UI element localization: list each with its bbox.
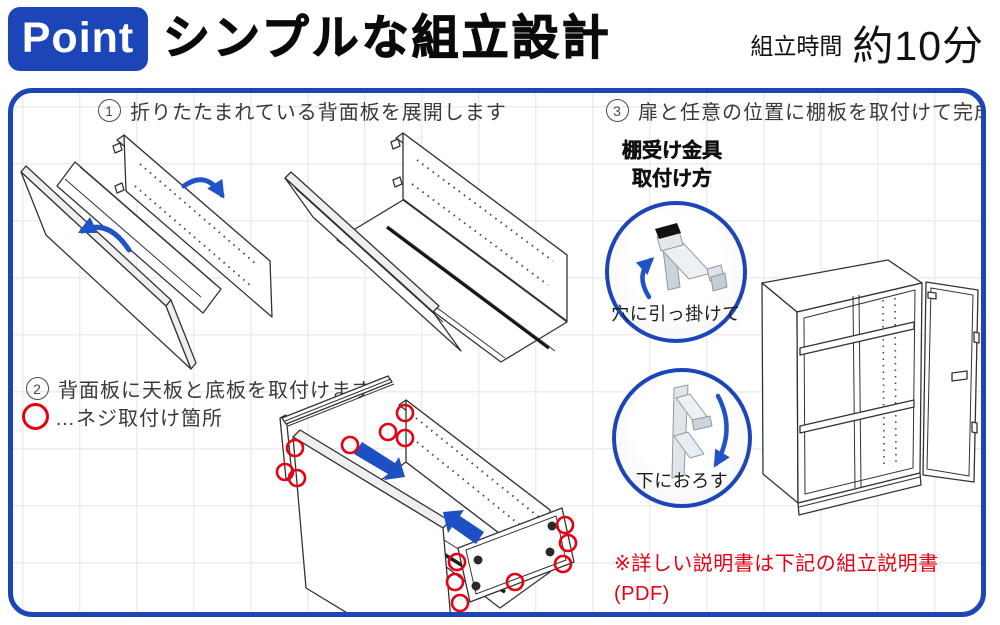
bracket-lower-circle: 下におろす xyxy=(612,368,752,508)
door-handle xyxy=(951,370,968,382)
point-badge: Point xyxy=(8,7,148,71)
folded-backpanel-illustration xyxy=(20,134,273,370)
board-attachment-illustration xyxy=(275,375,578,612)
step1-number-icon: 1 xyxy=(98,99,121,122)
bracket-lower-caption: 下におろす xyxy=(635,471,729,491)
step3-caption: 3 扉と任意の位置に棚板を取付けて完成です xyxy=(606,96,981,125)
unfolded-backpanel-illustration xyxy=(284,132,568,363)
assembly-time: 組立時間 約10分 xyxy=(750,24,984,68)
bracket-guide-title-line1: 棚受け金具 xyxy=(622,140,723,163)
step2-number-icon: 2 xyxy=(26,377,49,400)
bracket-hook-illustration xyxy=(635,223,728,300)
instruction-panel: 1 折りたたまれている背面板を展開します 3 扉と任意の位置に棚板を取付けて完成… xyxy=(8,88,986,617)
step3-number-icon: 3 xyxy=(606,99,629,122)
screw-legend-text: …ネジ取付け箇所 xyxy=(55,408,223,430)
step1-caption: 1 折りたたまれている背面板を展開します xyxy=(98,96,507,125)
bracket-guide-title: 棚受け金具 取付け方 xyxy=(592,137,752,193)
note-line2: を必ずご参照ください。 xyxy=(614,609,981,612)
finished-cabinet-illustration xyxy=(761,259,980,516)
slide-arrow-top-icon xyxy=(354,442,405,480)
assembly-time-label: 組立時間 xyxy=(750,33,843,59)
unfold-arrow-left-icon xyxy=(77,216,132,253)
unfold-arrow-right-icon xyxy=(181,177,225,199)
bracket-hook-circle: 穴に引っ掛けて xyxy=(605,201,747,343)
page-title: シンプルな組立設計 xyxy=(162,10,612,64)
step2-text: 背面板に天板と底板を取付けます xyxy=(58,380,373,402)
screw-position-markers xyxy=(275,403,578,612)
hook-arrow-icon xyxy=(635,257,655,300)
note-line1: ※詳しい説明書は下記の組立説明書 (PDF) xyxy=(614,553,939,605)
screw-legend: …ネジ取付け箇所 xyxy=(22,402,223,431)
step2-caption: 2 背面板に天板と底板を取付けます xyxy=(26,374,373,403)
assembly-time-value: 約10分 xyxy=(852,23,984,69)
slide-arrow-bottom-icon xyxy=(443,510,484,544)
step3-text: 扉と任意の位置に棚板を取付けて完成です xyxy=(638,102,981,124)
bracket-lower-illustration xyxy=(671,384,730,479)
screw-point-icon xyxy=(22,403,49,430)
lower-arrow-icon xyxy=(713,393,730,468)
bracket-hook-caption: 穴に引っ掛けて xyxy=(611,304,741,324)
manual-reference-note: ※詳しい説明書は下記の組立説明書 (PDF) を必ずご参照ください。 xyxy=(614,549,981,612)
bracket-guide-title-line2: 取付け方 xyxy=(632,168,713,191)
step1-text: 折りたたまれている背面板を展開します xyxy=(130,102,507,124)
